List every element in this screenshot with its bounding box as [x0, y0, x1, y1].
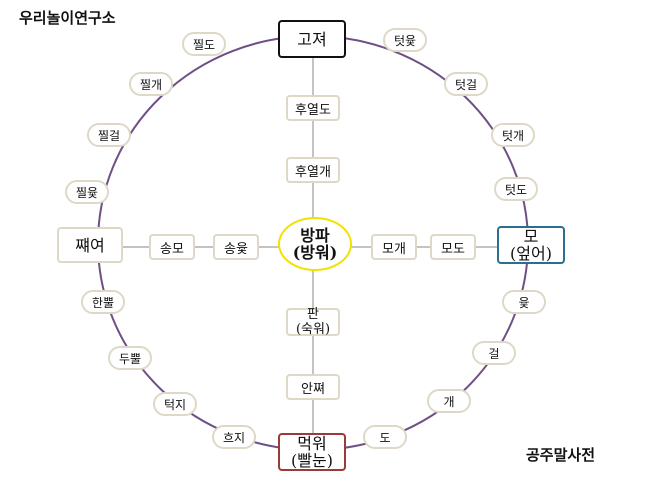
- ring-node-ne-4-label: 텃도: [504, 182, 528, 197]
- axis-node-down-1-label-2: (숙워): [295, 322, 331, 337]
- node-bottom: 먹워 (빨눈): [278, 433, 346, 471]
- node-left-label: 쨰여: [75, 235, 105, 255]
- ring-node-ne-1-label: 텃윷: [393, 33, 417, 48]
- axis-node-left-2-label: 송윷: [224, 241, 248, 257]
- ring-node-nw-1-label: 찔도: [192, 37, 216, 52]
- node-center-label-1: 방파: [300, 226, 330, 245]
- ring-node-sw-1-label: 한뿔: [91, 295, 115, 310]
- axis-node-right-1-label: 모개: [382, 241, 406, 257]
- axis-node-up-1: 후열도: [286, 95, 340, 121]
- ring-node-ne-2: 텃걸: [444, 72, 488, 96]
- ring-node-se-3-label: 개: [443, 394, 455, 409]
- axis-node-left-2: 송윷: [213, 234, 259, 260]
- ring-node-nw-1: 찔도: [182, 32, 226, 56]
- axis-node-right-2: 모도: [430, 234, 476, 260]
- node-right-label-1: 모: [523, 227, 539, 246]
- ring-node-ne-2-label: 텃걸: [454, 77, 478, 92]
- ring-node-se-3: 개: [427, 389, 471, 413]
- axis-node-down-1-label-1: 판: [307, 307, 319, 322]
- node-center-stack: 방파 (방워): [293, 227, 338, 261]
- ring-node-nw-3-label: 찔걸: [97, 128, 121, 143]
- ring-node-sw-2-label: 두뿔: [118, 351, 142, 366]
- axis-node-up-2-label: 후열개: [295, 164, 331, 180]
- node-top-label: 고져: [297, 29, 327, 49]
- ring-node-se-4: 도: [363, 425, 407, 449]
- source-label: 공주말사전: [526, 446, 596, 464]
- ring-node-nw-4-label: 찔윷: [75, 185, 99, 200]
- axis-node-up-2: 후열개: [286, 157, 340, 183]
- axis-node-down-2-label: 안쪄: [301, 381, 325, 397]
- ring-node-nw-2: 찔개: [129, 72, 173, 96]
- ring-node-se-1-label: 윷: [518, 295, 530, 310]
- ring-node-nw-3: 찔걸: [87, 123, 131, 147]
- ring-node-nw-2-label: 찔개: [139, 77, 163, 92]
- node-center: 방파 (방워): [278, 217, 352, 271]
- ring-node-sw-3: 턱지: [153, 392, 197, 416]
- ring-node-sw-4-label: 흐지: [222, 430, 246, 445]
- axis-node-down-2: 안쪄: [286, 374, 340, 400]
- node-right-label-2: (엎어): [510, 244, 552, 263]
- ring-node-sw-3-label: 턱지: [163, 397, 187, 412]
- ring-node-se-4-label: 도: [379, 430, 391, 445]
- axis-node-down-1: 판 (숙워): [286, 307, 340, 337]
- ring-node-ne-1: 텃윷: [383, 28, 427, 52]
- ring-node-sw-4: 흐지: [212, 425, 256, 449]
- ring-node-ne-4: 텃도: [494, 177, 538, 201]
- ring-node-sw-2: 두뿔: [108, 346, 152, 370]
- node-center-label-2: (방워): [292, 243, 338, 262]
- ring-node-sw-1: 한뿔: [81, 290, 125, 314]
- node-bottom-label-1: 먹워: [297, 434, 327, 453]
- axis-node-left-1: 송모: [149, 234, 195, 260]
- node-bottom-label-2: (빨눈): [291, 451, 333, 470]
- axis-node-right-2-label: 모도: [441, 241, 465, 257]
- axis-node-left-1-label: 송모: [160, 241, 184, 257]
- node-right: 모 (엎어): [497, 226, 565, 264]
- ring-node-ne-3-label: 텃개: [501, 128, 525, 143]
- axis-node-down-1-stack: 판 (숙워): [296, 307, 330, 337]
- ring-node-se-2: 걸: [472, 341, 516, 365]
- node-left: 쨰여: [57, 227, 123, 263]
- node-bottom-stack: 먹워 (빨눈): [291, 435, 333, 469]
- ring-node-se-1: 윷: [502, 290, 546, 314]
- node-right-stack: 모 (엎어): [510, 228, 552, 262]
- title-label: 우리놀이연구소: [19, 9, 116, 27]
- ring-node-ne-3: 텃개: [491, 123, 535, 147]
- ring-node-nw-4: 찔윷: [65, 180, 109, 204]
- ring-node-se-2-label: 걸: [488, 346, 500, 361]
- axis-node-right-1: 모개: [371, 234, 417, 260]
- node-top: 고져: [278, 20, 346, 58]
- axis-node-up-1-label: 후열도: [295, 102, 331, 118]
